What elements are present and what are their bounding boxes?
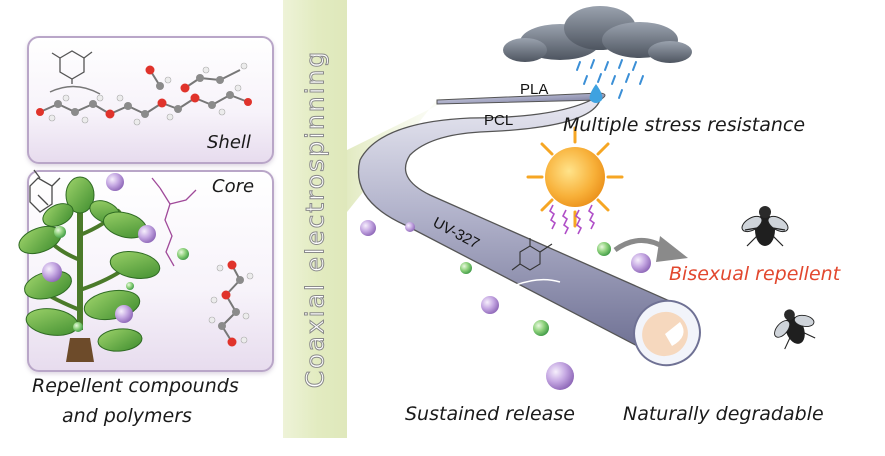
pcl-label: PCL (484, 112, 514, 129)
fly-icon (774, 309, 816, 350)
fiber (357, 92, 701, 367)
core-label: Core (212, 176, 255, 197)
molecule-icon (51, 50, 93, 84)
shell-label: Shell (207, 132, 251, 153)
cloud-icon (503, 6, 692, 63)
stress-resistance-label: Multiple stress resistance (563, 114, 806, 136)
fly-icon (741, 206, 789, 247)
rain-icon (576, 59, 644, 99)
caption-line-2: and polymers (62, 405, 192, 427)
sustained-release-label: Sustained release (405, 403, 575, 425)
molecule-icon (511, 238, 553, 271)
pla-label: PLA (520, 81, 549, 98)
molecule-icon (151, 177, 197, 267)
naturally-degradable-label: Naturally degradable (623, 403, 824, 425)
caption-line-1: Repellent compounds (32, 375, 239, 397)
bond-arc (515, 278, 561, 286)
electrospinning-strip (283, 0, 347, 438)
plant-icon (18, 176, 161, 362)
molecule-icon (208, 260, 254, 347)
molecule-icon (36, 62, 252, 126)
bisexual-repellent-label: Bisexual repellent (669, 263, 841, 285)
uv-rays (548, 204, 596, 235)
arrow-icon (613, 236, 688, 262)
molecule-icon (29, 169, 61, 213)
released-spheres (360, 220, 651, 390)
sun-icon (526, 126, 624, 228)
water-drop-icon (589, 84, 603, 103)
core-spheres (42, 173, 189, 332)
bond-arc (49, 85, 101, 95)
